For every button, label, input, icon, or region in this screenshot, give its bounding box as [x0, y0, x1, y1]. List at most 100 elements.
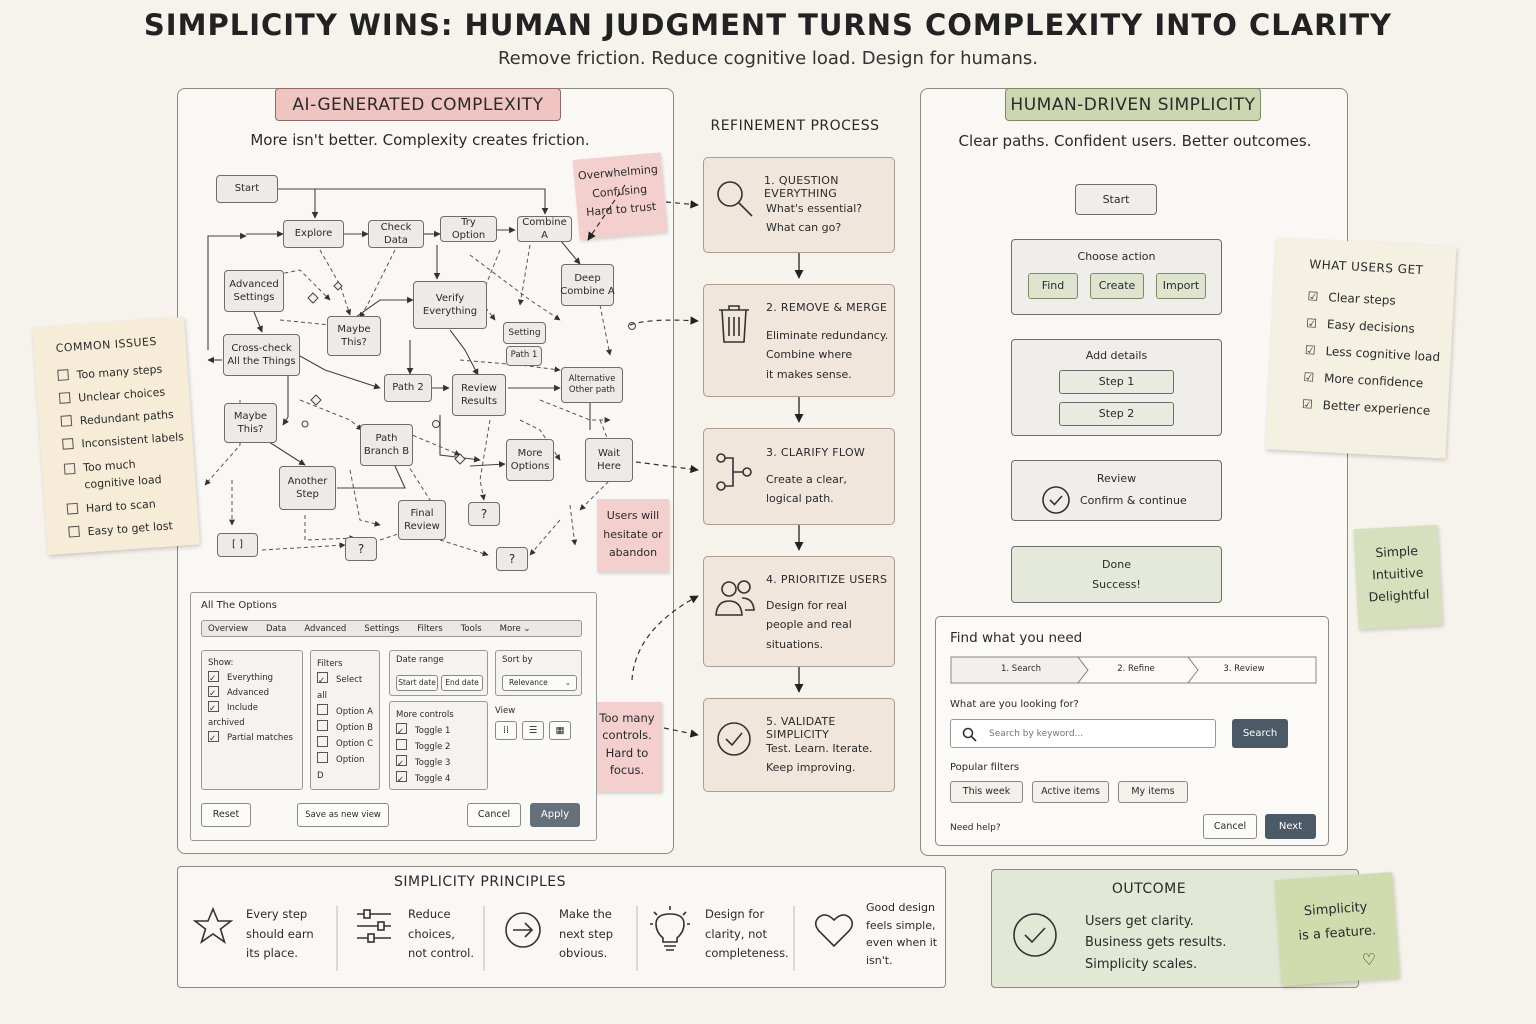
next-button[interactable]: Next	[1265, 814, 1316, 839]
flow-node-question-1: ?	[468, 502, 500, 526]
checked-icon: ✓	[317, 672, 328, 686]
search-input[interactable]	[950, 719, 1216, 748]
step-title: 2. REMOVE & MERGE	[766, 301, 888, 314]
show-advanced-checkbox[interactable]: ✓Advanced	[208, 686, 269, 699]
checkbox-icon	[317, 736, 328, 747]
flow-node-verify: Verify Everything	[413, 281, 487, 329]
flow-node-setting: Setting	[503, 322, 546, 344]
view-table-icon[interactable]: ▦	[549, 721, 571, 740]
toggle-4[interactable]: ✓Toggle 4	[396, 771, 481, 787]
users-icon	[715, 580, 755, 616]
tab-settings[interactable]: Settings	[364, 624, 400, 634]
step-title: 3. CLARIFY FLOW	[766, 446, 866, 459]
sort-select[interactable]: Relevance⌄	[502, 675, 577, 691]
tab-tools[interactable]: Tools	[460, 624, 482, 634]
checked-icon: ✓	[208, 671, 219, 684]
reset-button[interactable]: Reset	[201, 803, 251, 827]
filter-option-b[interactable]: Option B	[317, 720, 373, 736]
sticky-line: Users will	[606, 509, 660, 522]
search-field[interactable]	[987, 724, 1207, 743]
tab-advanced[interactable]: Advanced	[304, 624, 347, 634]
check-circle-icon	[1013, 913, 1057, 957]
tab-overview[interactable]: Overview	[208, 624, 249, 634]
sticky-line: controls.	[602, 728, 652, 743]
chip-my-items[interactable]: My items	[1118, 781, 1188, 803]
view-grid-icon[interactable]: ⁞⁞	[495, 721, 517, 740]
import-button[interactable]: Import	[1156, 273, 1206, 299]
stepper-step-1[interactable]: 1. Search	[1000, 664, 1041, 674]
date-range-label: Date range	[396, 655, 444, 665]
cancel-button[interactable]: Cancel	[467, 803, 521, 827]
view-list-icon[interactable]: ☰	[522, 721, 544, 740]
filter-option-c[interactable]: Option C	[317, 736, 373, 752]
checkbox-icon	[317, 752, 328, 763]
flow-node-maybe-1: Maybe This?	[327, 316, 381, 356]
tab-data[interactable]: Data	[266, 624, 287, 634]
stepper-step-2[interactable]: 2. Refine	[1117, 664, 1155, 674]
toggle-2[interactable]: Toggle 2	[396, 739, 481, 755]
need-help-link[interactable]: Need help?	[950, 823, 1001, 833]
page-title: SIMPLICITY WINS: HUMAN JUDGMENT TURNS CO…	[143, 8, 1393, 42]
search-question: What are you looking for?	[950, 699, 1079, 710]
apply-button[interactable]: Apply	[530, 803, 580, 827]
magnifier-icon	[717, 181, 753, 217]
save-new-view-button[interactable]: Save as new view	[297, 803, 389, 827]
filter-option-d[interactable]: Option D	[317, 752, 373, 784]
flow-node-check-data: Check Data	[368, 220, 424, 248]
flow-node-more-options: More Options	[506, 439, 554, 481]
show-partial-checkbox[interactable]: ✓Partial matches	[208, 731, 293, 744]
stepper-step-3[interactable]: 3. Review	[1223, 664, 1265, 674]
toggle-3[interactable]: ✓Toggle 3	[396, 755, 481, 771]
flow-node-cross-check: Cross-check All the Things	[223, 334, 300, 376]
step-1-button[interactable]: Step 1	[1059, 370, 1174, 394]
trash-icon	[719, 305, 749, 343]
end-date-input[interactable]: End date	[441, 675, 483, 691]
filter-option-a[interactable]: Option A	[317, 704, 373, 720]
checked-icon: ✓	[396, 771, 407, 785]
human-simplicity-header: HUMAN-DRIVEN SIMPLICITY	[1005, 88, 1261, 121]
flow-node-alternative: Alternative Other path	[561, 367, 623, 403]
find-cancel-button[interactable]: Cancel	[1203, 814, 1257, 839]
choose-action-node: Choose action Find Create Import	[1011, 239, 1222, 315]
sticky-line: Delightful	[1368, 586, 1430, 605]
tab-more[interactable]: More ⌄	[499, 624, 531, 634]
flow-node-combine: Combine A	[517, 216, 572, 242]
bulb-icon	[650, 906, 690, 951]
review-label: Review	[1096, 472, 1137, 485]
sticky-line: hesitate or	[603, 527, 663, 541]
ai-complexity-tagline: More isn't better. Complexity creates fr…	[250, 131, 590, 149]
sticky-line: Too many	[599, 711, 655, 725]
star-icon	[193, 906, 233, 944]
find-button[interactable]: Find	[1028, 273, 1078, 299]
principles-panel	[177, 866, 946, 988]
tab-filters[interactable]: Filters	[417, 624, 443, 634]
outcome-title: OUTCOME	[1111, 881, 1187, 897]
search-button[interactable]: Search	[1232, 719, 1288, 748]
start-date-input[interactable]: Start date	[396, 675, 438, 691]
heart-icon	[814, 914, 854, 948]
chip-active-items[interactable]: Active items	[1032, 781, 1109, 803]
flow-node-wait-here: Wait Here	[585, 438, 633, 482]
sticky-too-many-controls: Too many controls. Hard to focus.	[592, 702, 662, 792]
filter-select-all[interactable]: ✓Select all	[317, 672, 373, 704]
show-everything-checkbox[interactable]: ✓Everything	[208, 671, 274, 684]
human-simplicity-tagline: Clear paths. Confident users. Better out…	[958, 132, 1312, 150]
flow-node-try-option: Try Option	[440, 216, 497, 242]
flow-icon	[716, 453, 752, 491]
step-2-button[interactable]: Step 2	[1059, 402, 1174, 426]
show-archived-checkbox[interactable]: ✓Include archived	[208, 701, 258, 728]
step-title: 5. VALIDATE SIMPLICITY	[766, 715, 836, 741]
what-users-get-title: WHAT USERS GET	[1308, 257, 1424, 278]
outcome-line: Business gets results.	[1085, 935, 1227, 951]
done-node: Done Success!	[1011, 546, 1222, 603]
chip-this-week[interactable]: This week	[950, 781, 1023, 803]
dialog-title: All The Options	[201, 600, 277, 611]
sort-label: Sort by	[502, 655, 533, 665]
toggle-1[interactable]: ✓Toggle 1	[396, 723, 481, 739]
create-button[interactable]: Create	[1090, 273, 1144, 299]
step-card-question: 1. QUESTION EVERYTHING What's essential?…	[703, 157, 895, 253]
